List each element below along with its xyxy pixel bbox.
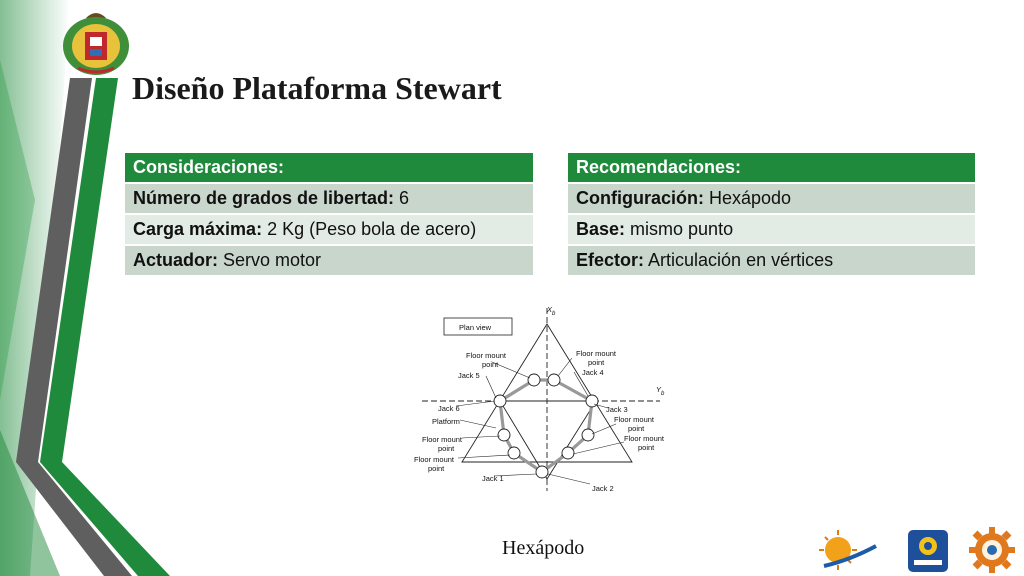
jack1-label: Jack 1 xyxy=(482,474,504,483)
hexapod-plan-view-diagram: Plan view Xb Yb Floor mount point Jack 5… xyxy=(414,305,665,493)
table-row: Carga máxima: 2 Kg (Peso bola de acero) xyxy=(125,215,533,244)
joint xyxy=(561,446,575,460)
row-label: Configuración: xyxy=(576,188,704,208)
diagram-caption: Hexápodo xyxy=(502,537,585,559)
considerations-header: Consideraciones: xyxy=(125,153,533,182)
joint xyxy=(497,428,511,442)
joint xyxy=(535,465,549,479)
mecatronica-logo-icon xyxy=(908,530,948,572)
joint xyxy=(493,394,507,408)
row-value: Articulación en vértices xyxy=(644,250,834,270)
joint xyxy=(547,373,561,387)
table-row: Número de grados de libertad: 6 xyxy=(125,184,533,213)
point-label: point xyxy=(588,358,605,367)
university-crest-icon xyxy=(63,13,129,75)
jack4-label: Jack 4 xyxy=(582,368,604,377)
considerations-table: Consideraciones: Número de grados de lib… xyxy=(125,151,533,277)
floor-mount-label: Floor mount xyxy=(466,351,507,360)
point-label: point xyxy=(628,424,645,433)
page-title: Diseño Plataforma Stewart xyxy=(132,70,502,106)
gear-logo-icon xyxy=(969,527,1015,573)
row-label: Carga máxima: xyxy=(133,219,263,239)
jack5-label: Jack 5 xyxy=(458,371,480,380)
recommendations-table: Recomendaciones: Configuración: Hexápodo… xyxy=(568,151,975,277)
row-value: mismo punto xyxy=(625,219,734,239)
x-axis-label: Xb xyxy=(546,305,556,317)
point-label: point xyxy=(482,360,499,369)
floor-mount-label: Floor mount xyxy=(576,349,617,358)
point-label: point xyxy=(428,464,445,473)
floor-mount-label: Floor mount xyxy=(422,435,463,444)
point-label: point xyxy=(438,444,455,453)
joint xyxy=(507,446,521,460)
platform-label: Platform xyxy=(432,417,460,426)
row-label: Efector: xyxy=(576,250,645,270)
joint xyxy=(581,428,595,442)
table-row: Base: mismo punto xyxy=(568,215,975,244)
row-value: Servo motor xyxy=(218,250,322,270)
joint xyxy=(527,373,541,387)
floor-mount-label: Floor mount xyxy=(624,434,665,443)
platform-outline xyxy=(498,378,594,474)
joint xyxy=(585,394,599,408)
row-value: 2 Kg (Peso bola de acero) xyxy=(262,219,477,239)
jack2-label: Jack 2 xyxy=(592,484,614,493)
floor-mount-label: Floor mount xyxy=(614,415,655,424)
plan-view-box xyxy=(443,317,513,336)
floor-mount-label: Floor mount xyxy=(414,455,455,464)
recommendations-header: Recomendaciones: xyxy=(568,153,975,182)
sun-logo-icon xyxy=(819,530,877,570)
y-axis-label: Yb xyxy=(656,385,665,397)
table-row: Efector: Articulación en vértices xyxy=(568,246,975,275)
table-row: Actuador: Servo motor xyxy=(125,246,533,275)
jack3-label: Jack 3 xyxy=(606,405,628,414)
row-label: Actuador: xyxy=(133,250,218,270)
decorative-stripes xyxy=(0,0,170,576)
row-label: Base: xyxy=(576,219,626,239)
plan-view-label: Plan view xyxy=(459,323,492,332)
jack6-label: Jack 6 xyxy=(438,404,460,413)
point-label: point xyxy=(638,443,655,452)
row-value: Hexápodo xyxy=(704,188,792,208)
table-row: Configuración: Hexápodo xyxy=(568,184,975,213)
row-value: 6 xyxy=(394,188,410,208)
row-label: Número de grados de libertad: xyxy=(133,188,395,208)
